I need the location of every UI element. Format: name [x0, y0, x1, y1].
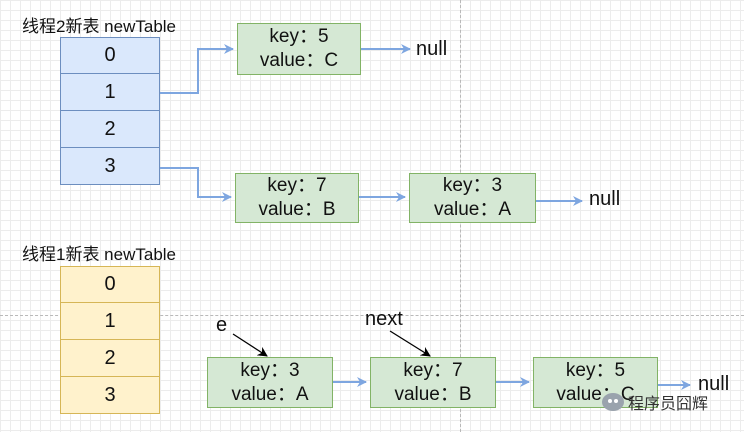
arrow-slot3-to-node-b	[160, 167, 232, 202]
thread2-null-1: null	[416, 38, 448, 60]
node-value: value：A	[433, 199, 512, 220]
node-key: key：5	[565, 359, 626, 381]
thread2-slot-3: 3	[60, 148, 160, 185]
node-key: key：3	[240, 359, 300, 381]
node-value: value：C	[259, 50, 339, 71]
thread1-array: 0 1 2 3	[60, 266, 160, 414]
node-value: value：A	[231, 383, 309, 405]
thread1-slot-2: 2	[60, 340, 160, 377]
thread2-node-key3: key：3 value：A	[409, 173, 536, 223]
node-key: key：7	[403, 359, 463, 381]
thread2-array: 0 1 2 3	[60, 37, 160, 185]
thread1-slot-3: 3	[60, 377, 160, 414]
pointer-e-arrow	[232, 333, 268, 357]
thread1-node-key3: key：3 value：A	[207, 357, 333, 408]
pointer-e-label: e	[216, 314, 228, 336]
node-value: value：B	[394, 383, 472, 405]
thread2-null-2: null	[589, 188, 621, 210]
thread2-slot-2: 2	[60, 111, 160, 148]
thread2-slot-0: 0	[60, 37, 160, 74]
watermark-text: 程序员囧辉	[628, 396, 709, 413]
wechat-icon	[602, 393, 624, 411]
thread1-slot-0: 0	[60, 266, 160, 303]
node-key: key：7	[267, 175, 327, 196]
thread1-null: null	[698, 373, 730, 395]
thread2-slot-1: 1	[60, 74, 160, 111]
thread1-table-title: 线程1新表 newTable	[22, 245, 177, 264]
thread2-node-key7: key：7 value：B	[235, 173, 359, 223]
thread2-table-title: 线程2新表 newTable	[22, 17, 177, 36]
horizontal-guide-line	[0, 315, 744, 316]
node-key: key：5	[269, 26, 329, 47]
watermark: 程序员囧辉	[602, 390, 708, 414]
arrow-slot1-to-node-c	[160, 44, 234, 94]
pointer-next-label: next	[365, 308, 403, 330]
pointer-next-arrow	[389, 330, 431, 357]
thread1-slot-1: 1	[60, 303, 160, 340]
node-value: value：B	[258, 199, 336, 220]
thread2-node-key5: key：5 value：C	[237, 23, 361, 75]
node-key: key：3	[442, 175, 503, 196]
thread1-node-key7: key：7 value：B	[370, 357, 496, 408]
